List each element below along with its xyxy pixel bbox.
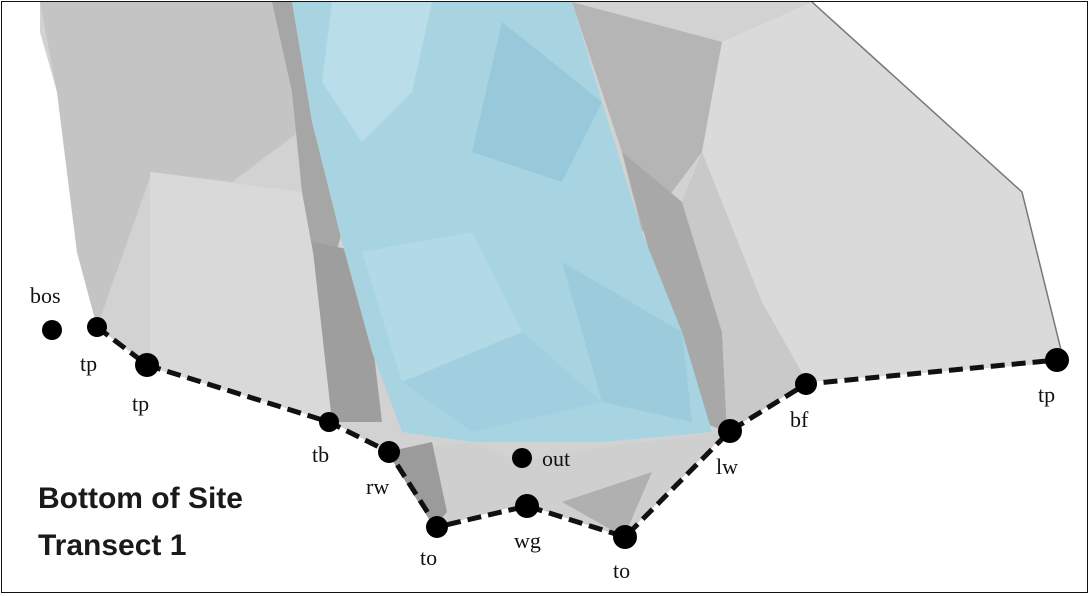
transect-line — [95, 325, 1058, 540]
label-out: out — [542, 446, 570, 471]
water-channel — [292, 2, 712, 442]
point-to-left — [426, 516, 448, 538]
point-tb — [319, 412, 339, 432]
survey-points — [42, 317, 1069, 549]
label-to-left: to — [420, 545, 437, 570]
label-rw: rw — [366, 474, 389, 499]
label-wg: wg — [514, 528, 541, 553]
point-bos — [42, 320, 62, 340]
label-bos: bos — [30, 283, 61, 308]
point-lw — [718, 419, 742, 443]
point-labels: bos tp tp tb rw to out wg to lw bf tp — [30, 283, 1055, 583]
label-tp-left-1: tp — [80, 351, 97, 376]
diagram-title-line2: Transect 1 — [38, 529, 187, 562]
label-tp-left-2: tp — [132, 391, 149, 416]
point-rw — [378, 441, 400, 463]
point-out — [512, 448, 532, 468]
point-tp-right — [1045, 348, 1069, 372]
label-tp-right: tp — [1038, 382, 1055, 407]
point-tp-left-2 — [135, 353, 159, 377]
label-lw: lw — [716, 454, 738, 479]
label-tb: tb — [312, 442, 329, 467]
point-bf — [795, 373, 817, 395]
point-wg — [515, 494, 539, 518]
point-to-right — [613, 525, 637, 549]
point-tp-left-1 — [87, 317, 107, 337]
label-bf: bf — [790, 407, 809, 432]
diagram-title-line1: Bottom of Site — [38, 482, 243, 515]
label-to-right: to — [613, 558, 630, 583]
